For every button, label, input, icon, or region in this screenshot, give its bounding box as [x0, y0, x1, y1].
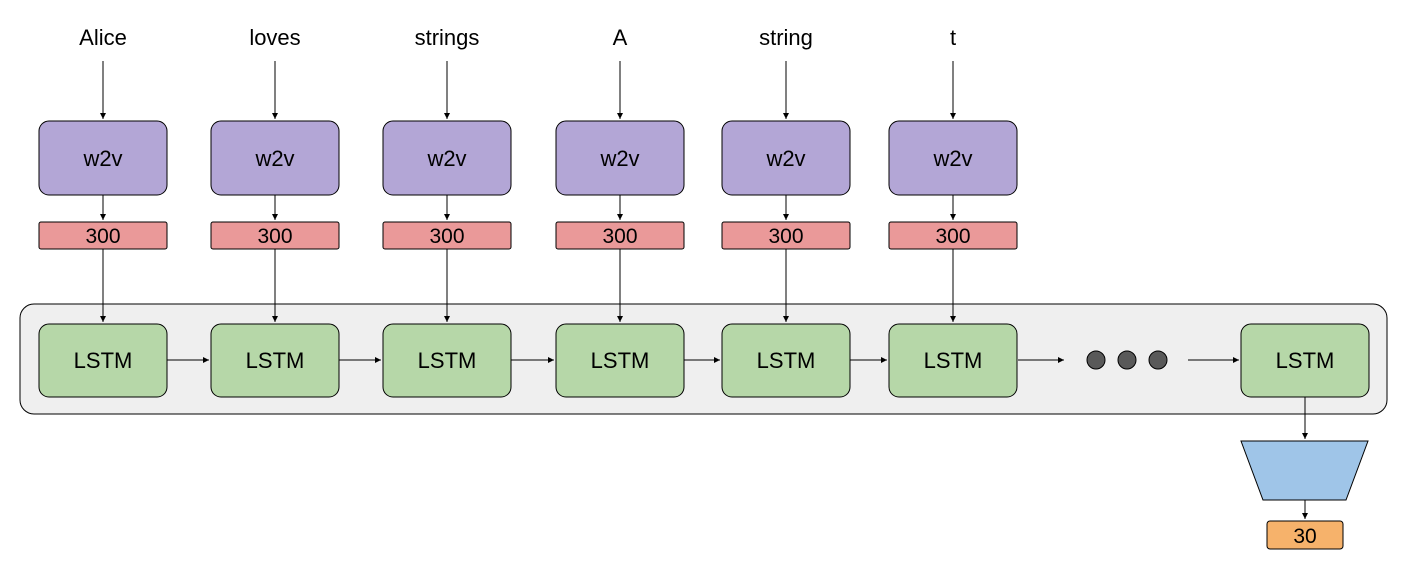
w2v-label: w2v: [82, 146, 122, 171]
continuation-dots: [1086, 350, 1168, 370]
lstm-label: LSTM: [246, 348, 305, 373]
lstm-label: LSTM: [924, 348, 983, 373]
input-word: t: [950, 25, 956, 50]
dot: [1117, 350, 1137, 370]
input-word: A: [613, 25, 628, 50]
lstm-label: LSTM: [418, 348, 477, 373]
lstm-label: LSTM: [74, 348, 133, 373]
w2v-label: w2v: [932, 146, 972, 171]
input-word: strings: [415, 25, 480, 50]
w2v-label: w2v: [254, 146, 294, 171]
lstm-sequence-container: [19, 303, 1388, 415]
lstm-label: LSTM: [591, 348, 650, 373]
output-dim-label: 30: [1293, 525, 1316, 548]
lstm-label: LSTM: [757, 348, 816, 373]
input-word: loves: [249, 25, 300, 50]
lstm-label: LSTM: [1276, 348, 1335, 373]
output-dim-box: 30: [1266, 520, 1344, 550]
vector-dim-label: 300: [768, 225, 803, 248]
w2v-label: w2v: [599, 146, 639, 171]
final-lstm-cell: LSTM: [1240, 323, 1370, 398]
vector-dim-label: 300: [257, 225, 292, 248]
input-word: Alice: [79, 25, 127, 50]
w2v-label: w2v: [426, 146, 466, 171]
dot: [1086, 350, 1106, 370]
dense-layer-trapezoid: [1240, 440, 1369, 501]
vector-dim-label: 300: [85, 225, 120, 248]
output-dim-rect: [1266, 520, 1344, 550]
w2v-label: w2v: [765, 146, 805, 171]
lstm-box: [888, 323, 1018, 398]
input-word: string: [759, 25, 813, 50]
vector-dim-label: 300: [602, 225, 637, 248]
vector-dim-label: 300: [429, 225, 464, 248]
vector-dim-label: 300: [935, 225, 970, 248]
dot: [1148, 350, 1168, 370]
